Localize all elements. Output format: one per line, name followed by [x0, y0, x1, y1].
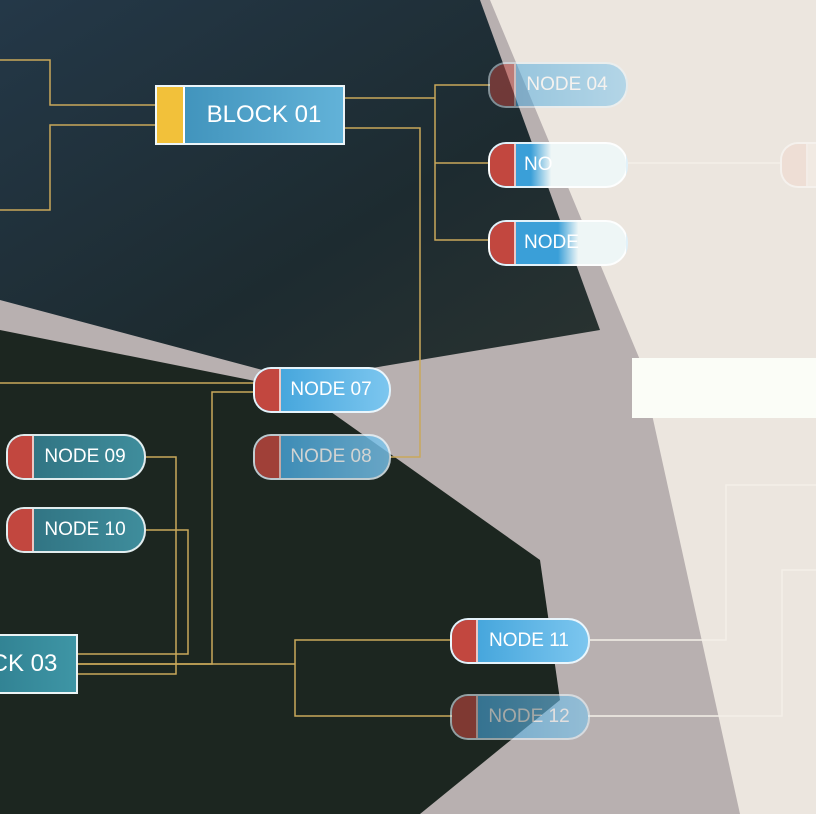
laptop-keyboard	[0, 0, 600, 380]
node-12[interactable]: NODE 12	[450, 694, 590, 740]
node-partial[interactable]	[780, 142, 816, 188]
node-11[interactable]: NODE 11	[450, 618, 590, 664]
block-cap	[157, 87, 185, 143]
node-label: NODE 09	[44, 446, 126, 467]
node-07[interactable]: NODE 07	[253, 367, 391, 413]
node-cap	[452, 696, 478, 738]
node-label: NODE 11	[489, 630, 569, 651]
node-cap	[8, 436, 34, 478]
node-cap	[490, 222, 516, 264]
node-cap	[255, 436, 281, 478]
node-04[interactable]: NODE 04	[488, 62, 628, 108]
block-label: CK 03	[0, 650, 58, 677]
block-03[interactable]: CK 03	[0, 634, 78, 694]
light-bar	[632, 358, 816, 418]
node-label: NODE 10	[44, 519, 126, 540]
block-label: BLOCK 01	[206, 101, 322, 128]
node-cap	[490, 64, 516, 106]
node-label: NODE 12	[488, 706, 570, 727]
node-label: NODE 07	[290, 379, 372, 400]
node-05[interactable]: NO	[488, 142, 628, 188]
node-cap	[8, 509, 34, 551]
node-cap	[490, 144, 516, 186]
node-cap	[255, 369, 281, 411]
node-label: NODE	[524, 232, 579, 253]
node-10[interactable]: NODE 10	[6, 507, 146, 553]
node-label: NODE 08	[290, 446, 372, 467]
node-cap	[782, 144, 808, 186]
node-08[interactable]: NODE 08	[253, 434, 391, 480]
node-06[interactable]: NODE	[488, 220, 628, 266]
connector-lines	[0, 59, 490, 717]
node-label: NO	[524, 154, 553, 175]
node-label: NODE 04	[526, 74, 608, 95]
node-09[interactable]: NODE 09	[6, 434, 146, 480]
block-01[interactable]: BLOCK 01	[155, 85, 345, 145]
node-cap	[452, 620, 478, 662]
